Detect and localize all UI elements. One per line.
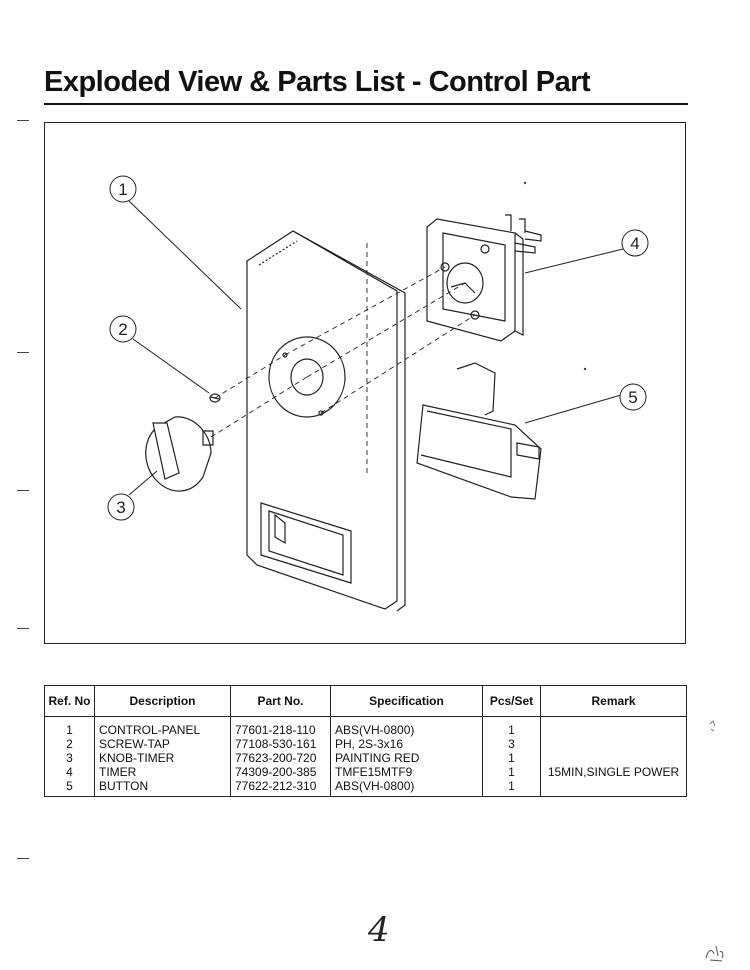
cell-ref: 1 [44,716,95,737]
cell-specification: ABS(VH-0800) [330,716,483,737]
parts-list-table: Ref. No Description Part No. Specificati… [44,685,687,797]
exploded-view-diagram: 1 2 3 4 5 [44,122,686,644]
cell-specification: TMFE15MTF9 [330,765,483,779]
cell-description: CONTROL-PANEL [94,716,231,737]
cell-description: BUTTON [94,779,231,797]
callout-2: 2 [118,320,127,339]
table-row: 5 BUTTON 77622-212-310 ABS(VH-0800) 1 [44,779,687,797]
cell-part-no: 77623-200-720 [230,751,331,765]
cell-description: SCREW-TAP [94,737,231,751]
cell-part-no: 77622-212-310 [230,779,331,797]
cell-pcs: 1 [482,716,541,737]
handwritten-corner-mark [705,945,724,962]
cell-remark [540,779,687,797]
cell-pcs: 1 [482,751,541,765]
margin-tick [17,490,29,491]
scan-speck [709,720,716,732]
header-description: Description [94,685,231,717]
cell-part-no: 77601-218-110 [230,716,331,737]
table-row: 1 CONTROL-PANEL 77601-218-110 ABS(VH-080… [44,716,687,737]
header-part-no: Part No. [230,685,331,717]
callout-5: 5 [628,388,637,407]
header-pcs-set: Pcs/Set [482,685,541,717]
cell-part-no: 74309-200-385 [230,765,331,779]
cell-ref: 2 [44,737,95,751]
cell-specification: PH, 2S-3x16 [330,737,483,751]
table-row: 2 SCREW-TAP 77108-530-161 PH, 2S-3x16 3 [44,737,687,751]
callout-3: 3 [116,498,125,517]
table-row: 3 KNOB-TIMER 77623-200-720 PAINTING RED … [44,751,687,765]
margin-tick [17,858,29,859]
page-title: Exploded View & Parts List - Control Par… [44,66,591,98]
margin-tick [17,352,29,353]
callout-4: 4 [630,234,639,253]
header-remark: Remark [540,685,687,717]
table-header-row: Ref. No Description Part No. Specificati… [44,685,687,717]
timer-drawing [426,214,542,342]
table-row: 4 TIMER 74309-200-385 TMFE15MTF9 1 15MIN… [44,765,687,779]
header-specification: Specification [330,685,483,717]
cell-remark: 15MIN,SINGLE POWER [540,765,687,779]
cell-specification: PAINTING RED [330,751,483,765]
callout-leaders [107,175,649,521]
cell-part-no: 77108-530-161 [230,737,331,751]
cell-pcs: 1 [482,765,541,779]
margin-tick [17,628,29,629]
page-number: 4 [368,910,390,950]
title-underline [44,103,688,105]
margin-tick [17,120,29,121]
cell-remark [540,751,687,765]
button-drawing [416,362,542,500]
cell-pcs: 3 [482,737,541,751]
header-ref-no: Ref. No [44,685,95,717]
cell-pcs: 1 [482,779,541,797]
cell-ref: 3 [44,751,95,765]
cell-ref: 4 [44,765,95,779]
cell-remark [540,716,687,737]
cell-description: TIMER [94,765,231,779]
cell-description: KNOB-TIMER [94,751,231,765]
assembly-guide-lines [210,243,476,473]
control-panel-drawing [246,230,406,612]
cell-remark [540,737,687,751]
cell-ref: 5 [44,779,95,797]
callout-1: 1 [118,180,127,199]
cell-specification: ABS(VH-0800) [330,779,483,797]
knob-timer-drawing [145,416,214,492]
